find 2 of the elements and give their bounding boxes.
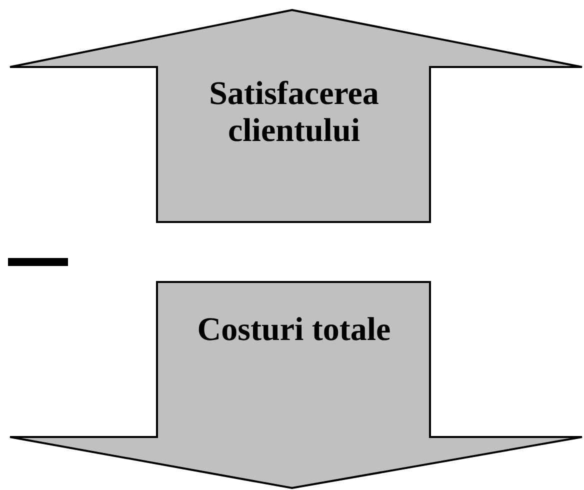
arrow-label: Costuri totale xyxy=(196,312,392,349)
arrow-label: Satisfacerea clientului xyxy=(208,76,380,150)
